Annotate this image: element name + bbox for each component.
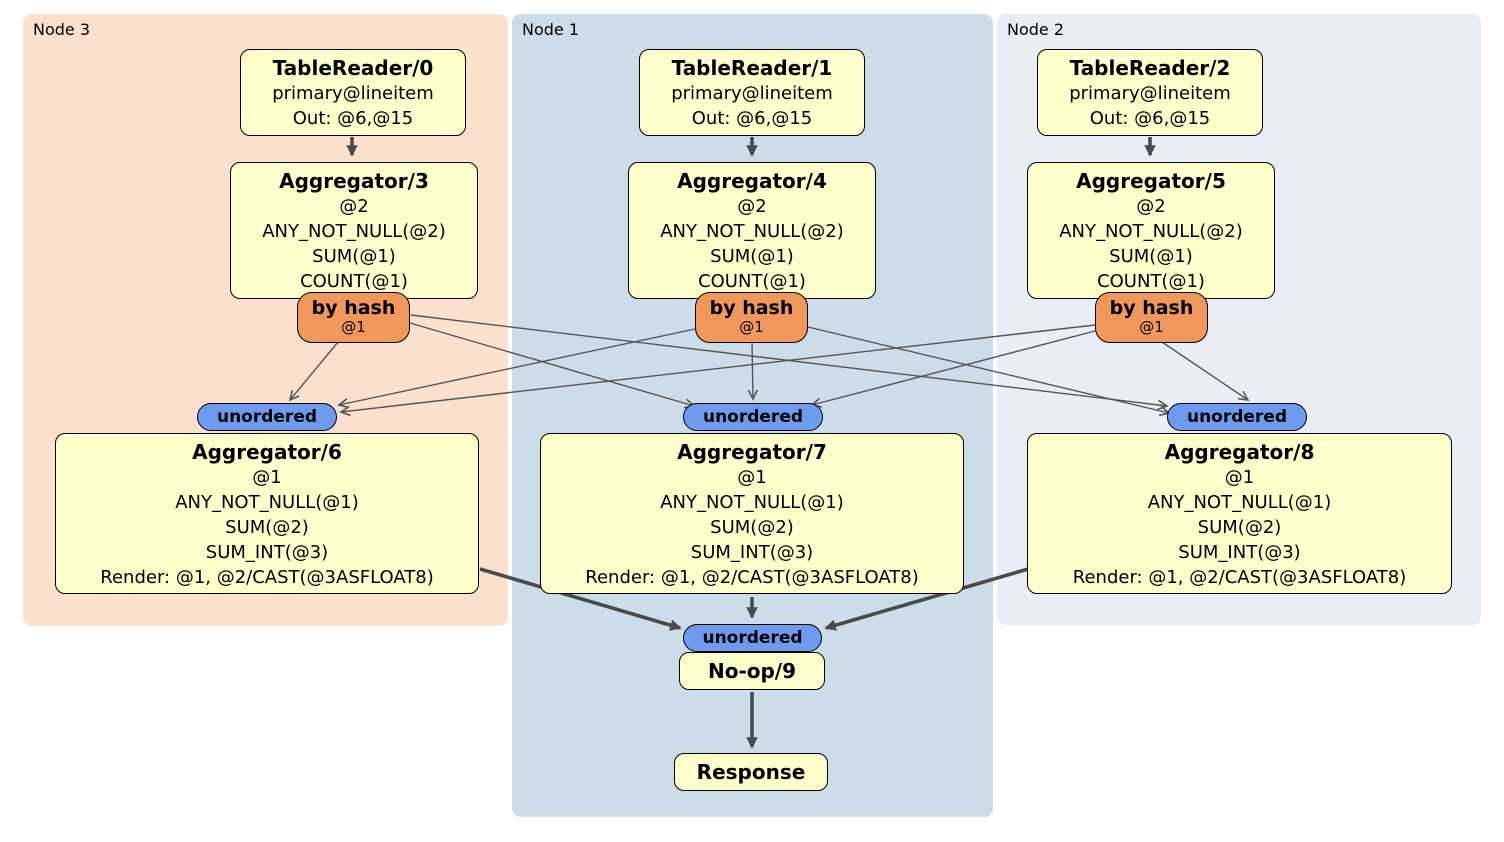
processor-detail: SUM_INT(@3) [690, 542, 814, 563]
processor-detail: @1 [1224, 467, 1255, 488]
router-label: by hash [1109, 297, 1194, 319]
processor-detail: SUM(@1) [312, 246, 396, 267]
router-detail: @1 [1139, 318, 1164, 336]
router-detail: @1 [739, 318, 764, 336]
processor-detail: primary@lineitem [272, 83, 434, 104]
processor-detail: ANY_NOT_NULL(@2) [1059, 221, 1243, 242]
panel-node3-label: Node 3 [33, 20, 91, 39]
processor-detail: SUM_INT(@3) [1178, 542, 1301, 563]
processor-title: TableReader/0 [272, 56, 434, 80]
router-label: by hash [311, 297, 396, 319]
processor-tablereader-2: TableReader/2 primary@lineitem Out: @6,@… [1037, 49, 1263, 136]
processor-detail: ANY_NOT_NULL(@1) [660, 492, 844, 513]
sync-unordered-final: unordered [683, 624, 822, 652]
router-by-hash-node3: by hash @1 [297, 292, 410, 343]
router-detail: @1 [341, 318, 366, 336]
processor-detail: @1 [252, 467, 282, 488]
processor-detail: SUM_INT(@3) [205, 542, 329, 563]
processor-detail: primary@lineitem [671, 83, 833, 104]
router-by-hash-node1: by hash @1 [695, 292, 808, 343]
processor-detail: primary@lineitem [1069, 83, 1231, 104]
processor-tablereader-1: TableReader/1 primary@lineitem Out: @6,@… [639, 49, 865, 136]
sync-unordered-node3: unordered [197, 403, 337, 431]
processor-detail: @2 [737, 196, 767, 217]
processor-title: Aggregator/4 [677, 169, 827, 193]
processor-detail: ANY_NOT_NULL(@2) [660, 221, 844, 242]
router-label: by hash [709, 297, 794, 319]
response-node: Response [674, 753, 828, 791]
processor-detail: COUNT(@1) [698, 271, 806, 292]
processor-aggregator-5: Aggregator/5 @2 ANY_NOT_NULL(@2) SUM(@1)… [1027, 162, 1275, 299]
processor-aggregator-8: Aggregator/8 @1 ANY_NOT_NULL(@1) SUM(@2)… [1027, 433, 1452, 594]
processor-detail: @1 [737, 467, 767, 488]
processor-detail: Out: @6,@15 [1089, 108, 1211, 129]
processor-title: Aggregator/6 [192, 440, 342, 464]
processor-detail: @2 [1136, 196, 1166, 217]
processor-detail: SUM(@2) [1197, 517, 1282, 538]
processor-detail: Out: @6,@15 [691, 108, 813, 129]
processor-noop-9: No-op/9 [679, 652, 825, 690]
sync-unordered-node2: unordered [1167, 403, 1307, 431]
panel-node2-label: Node 2 [1007, 20, 1065, 39]
processor-aggregator-7: Aggregator/7 @1 ANY_NOT_NULL(@1) SUM(@2)… [540, 433, 964, 594]
processor-aggregator-4: Aggregator/4 @2 ANY_NOT_NULL(@2) SUM(@1)… [628, 162, 876, 299]
processor-detail: ANY_NOT_NULL(@2) [262, 221, 446, 242]
processor-detail: COUNT(@1) [1097, 271, 1205, 292]
processor-detail: Render: @1, @2/CAST(@3ASFLOAT8) [100, 567, 434, 588]
processor-title: Response [696, 760, 806, 784]
processor-detail: SUM(@2) [225, 517, 309, 538]
router-by-hash-node2: by hash @1 [1095, 292, 1208, 343]
processor-title: Aggregator/3 [279, 169, 429, 193]
processor-title: Aggregator/8 [1164, 440, 1315, 464]
processor-title: TableReader/2 [1069, 56, 1231, 80]
processor-detail: COUNT(@1) [300, 271, 408, 292]
panel-node1-label: Node 1 [522, 20, 580, 39]
sync-unordered-node1: unordered [683, 403, 823, 431]
processor-title: Aggregator/5 [1076, 169, 1226, 193]
processor-detail: ANY_NOT_NULL(@1) [175, 492, 359, 513]
processor-aggregator-6: Aggregator/6 @1 ANY_NOT_NULL(@1) SUM(@2)… [55, 433, 479, 594]
processor-tablereader-0: TableReader/0 primary@lineitem Out: @6,@… [240, 49, 466, 136]
processor-detail: SUM(@2) [710, 517, 794, 538]
processor-detail: ANY_NOT_NULL(@1) [1147, 492, 1332, 513]
processor-detail: Out: @6,@15 [292, 108, 414, 129]
processor-detail: @2 [339, 196, 369, 217]
processor-title: TableReader/1 [671, 56, 833, 80]
processor-title: No-op/9 [707, 659, 797, 683]
processor-detail: Render: @1, @2/CAST(@3ASFLOAT8) [585, 567, 919, 588]
processor-title: Aggregator/7 [677, 440, 827, 464]
processor-detail: Render: @1, @2/CAST(@3ASFLOAT8) [1072, 567, 1407, 588]
processor-aggregator-3: Aggregator/3 @2 ANY_NOT_NULL(@2) SUM(@1)… [230, 162, 478, 299]
processor-detail: SUM(@1) [1109, 246, 1193, 267]
processor-detail: SUM(@1) [710, 246, 794, 267]
